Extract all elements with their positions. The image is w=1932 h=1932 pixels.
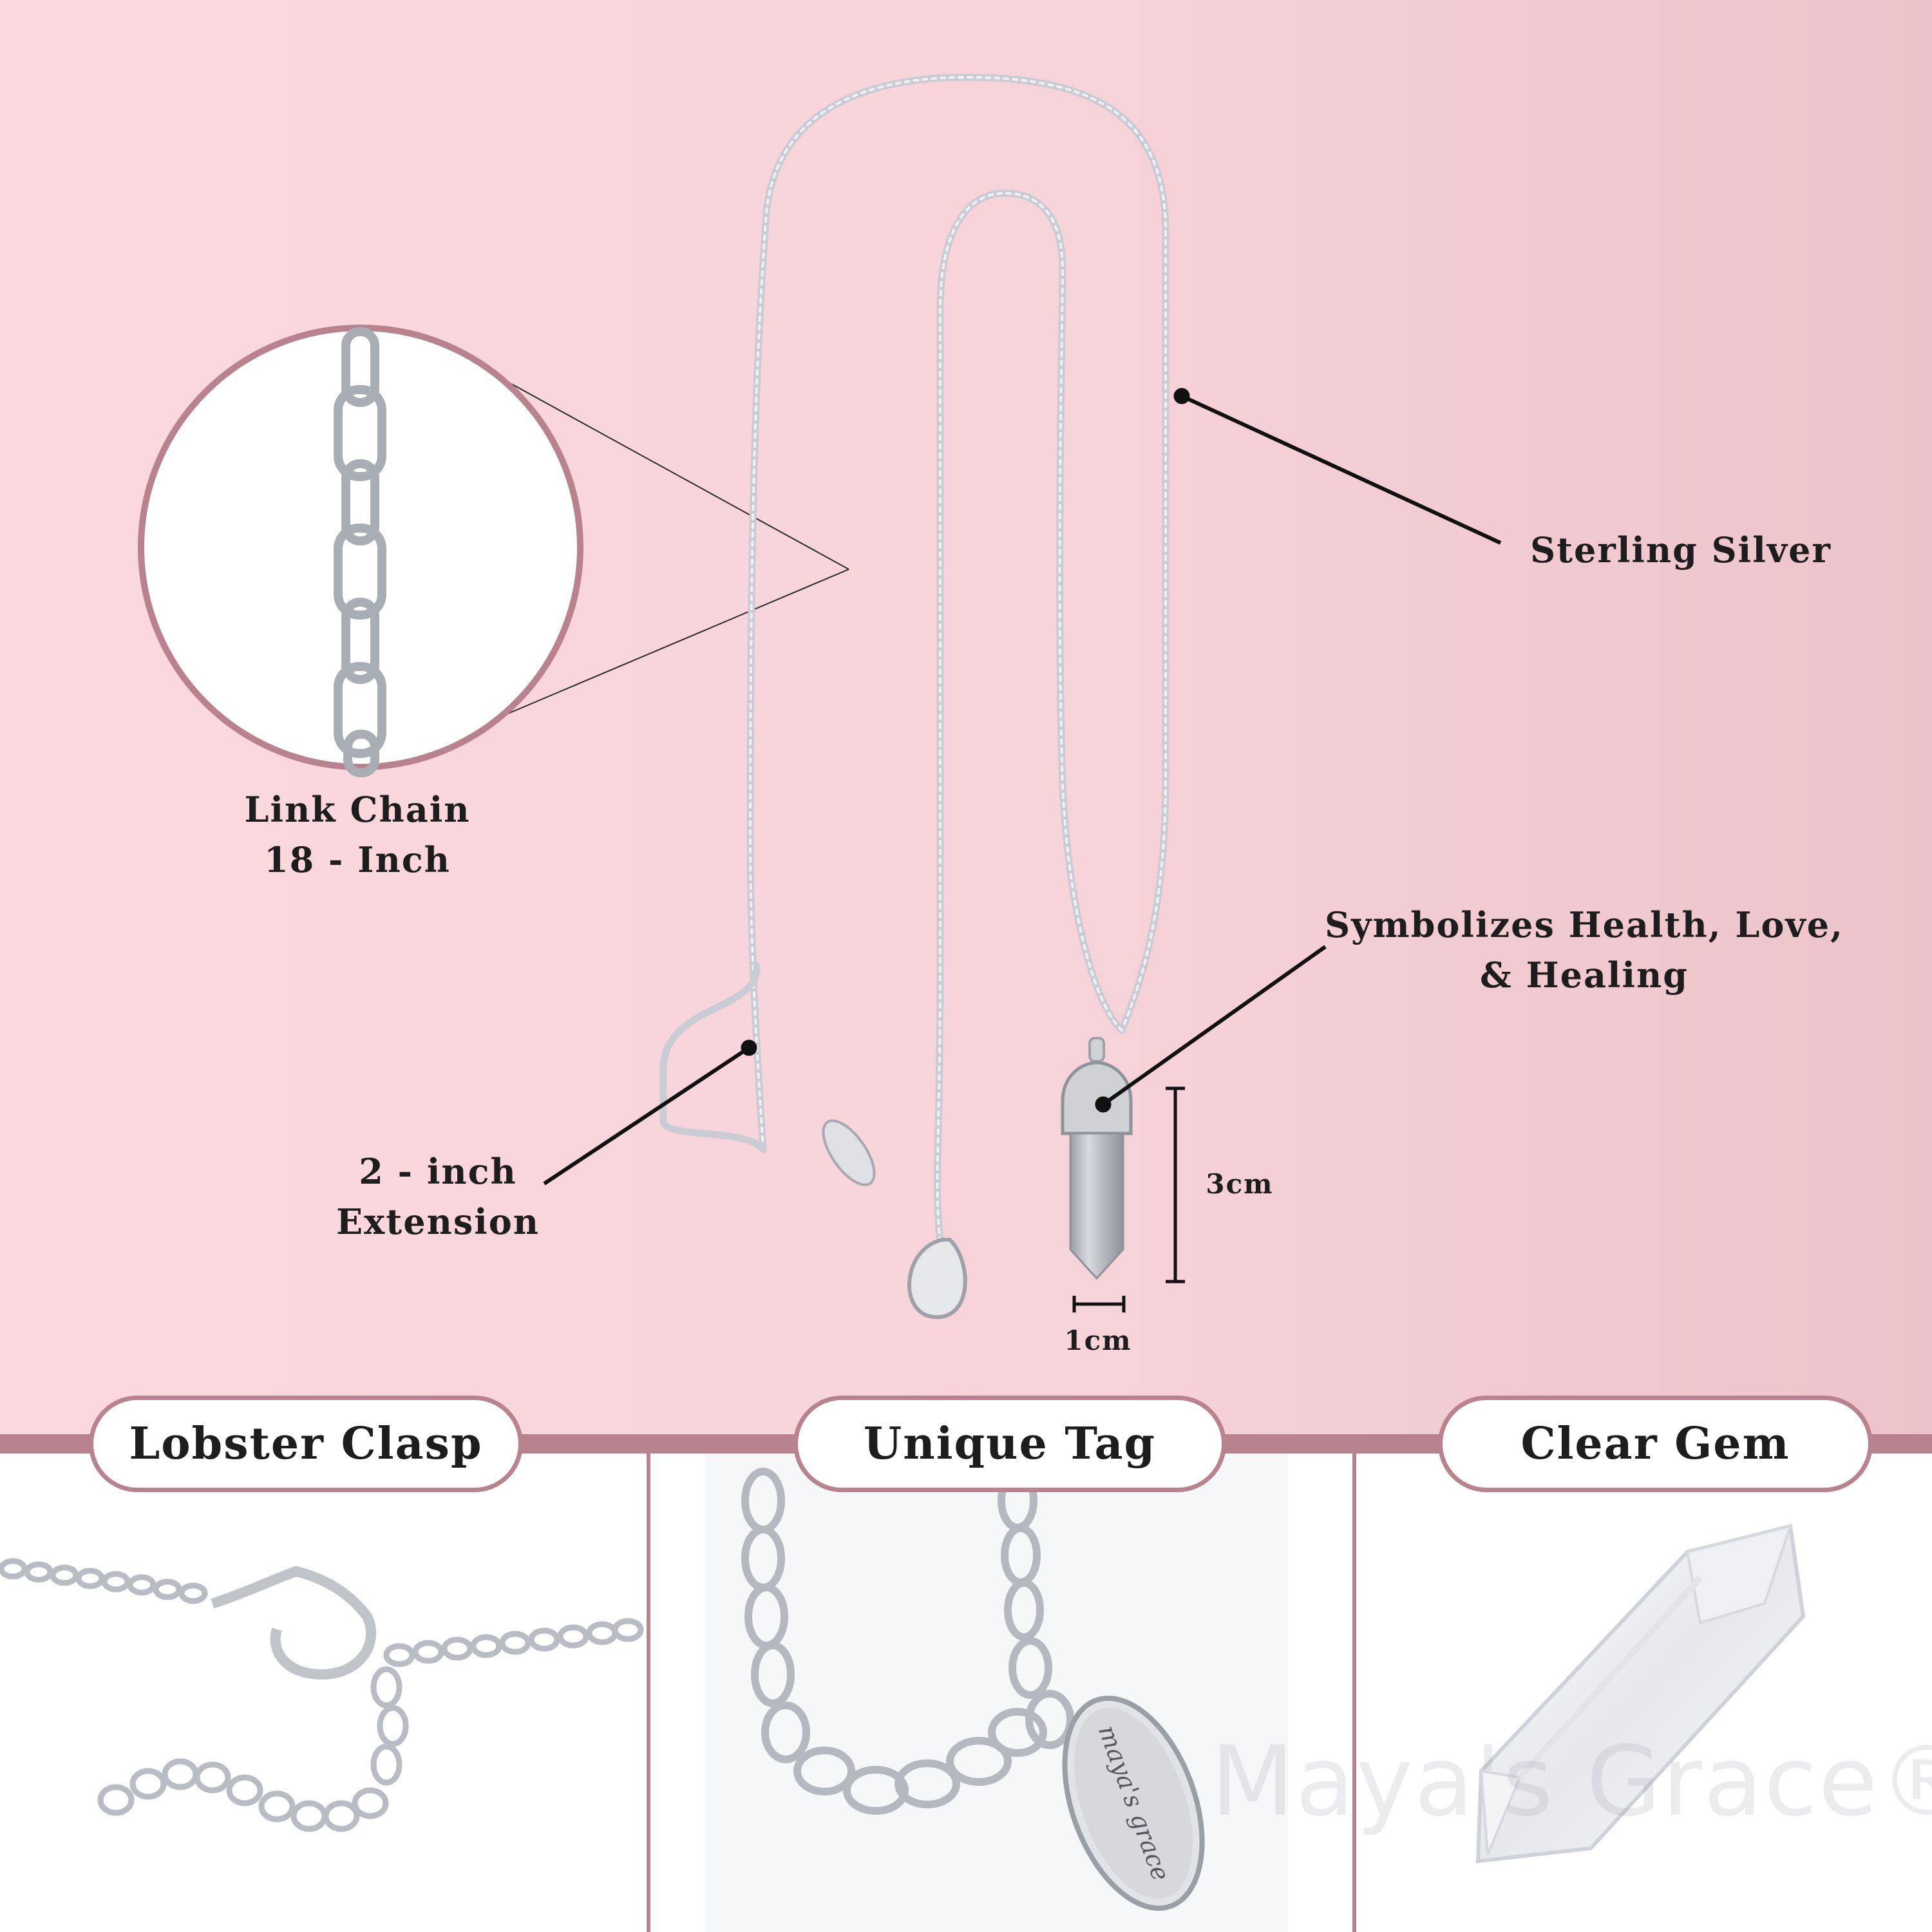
unique-tag-pill: Unique Tag (793, 1396, 1226, 1492)
symbolizes-label: Symbolizes Health, Love, & Healing (1314, 900, 1855, 1000)
clasp-photo (0, 1558, 644, 1832)
lobster-clasp (907, 1238, 967, 1320)
engraved-tag (1062, 1695, 1205, 1911)
clear-gem-photo (1475, 1524, 1806, 1864)
tag-photo (741, 1468, 1074, 1815)
callout-lines (543, 388, 1502, 1186)
panel-divider-left (647, 1452, 650, 1932)
large-chain-links (334, 327, 386, 777)
clear-gem-pill: Clear Gem (1438, 1396, 1873, 1492)
brand-watermark: Maya's Grace® (1211, 1726, 1932, 1838)
extension-line2: Extension (336, 1201, 540, 1242)
chain-zoom-circle (138, 325, 849, 777)
dimension-markers (1072, 1086, 1185, 1312)
lobster-clasp-pill: Lobster Clasp (89, 1396, 523, 1492)
extension-line1: 2 - inch (359, 1151, 517, 1192)
link-chain-line2: 18 - Inch (264, 839, 451, 880)
link-chain-label: Link Chain 18 - Inch (213, 784, 502, 885)
panel-divider-right (1352, 1452, 1356, 1932)
link-chain-line1: Link Chain (244, 789, 471, 830)
small-tag (822, 1119, 876, 1186)
symbolizes-line2: & Healing (1480, 954, 1689, 996)
crystal-pendant (1061, 1037, 1133, 1280)
width-dimension-label: 1cm (1064, 1325, 1132, 1356)
necklace-chain (659, 73, 1170, 1244)
sterling-silver-label: Sterling Silver (1530, 529, 1832, 571)
height-dimension-label: 3cm (1206, 1168, 1274, 1200)
extension-label: 2 - inch Extension (309, 1146, 567, 1247)
symbolizes-line1: Symbolizes Health, Love, (1325, 904, 1844, 945)
